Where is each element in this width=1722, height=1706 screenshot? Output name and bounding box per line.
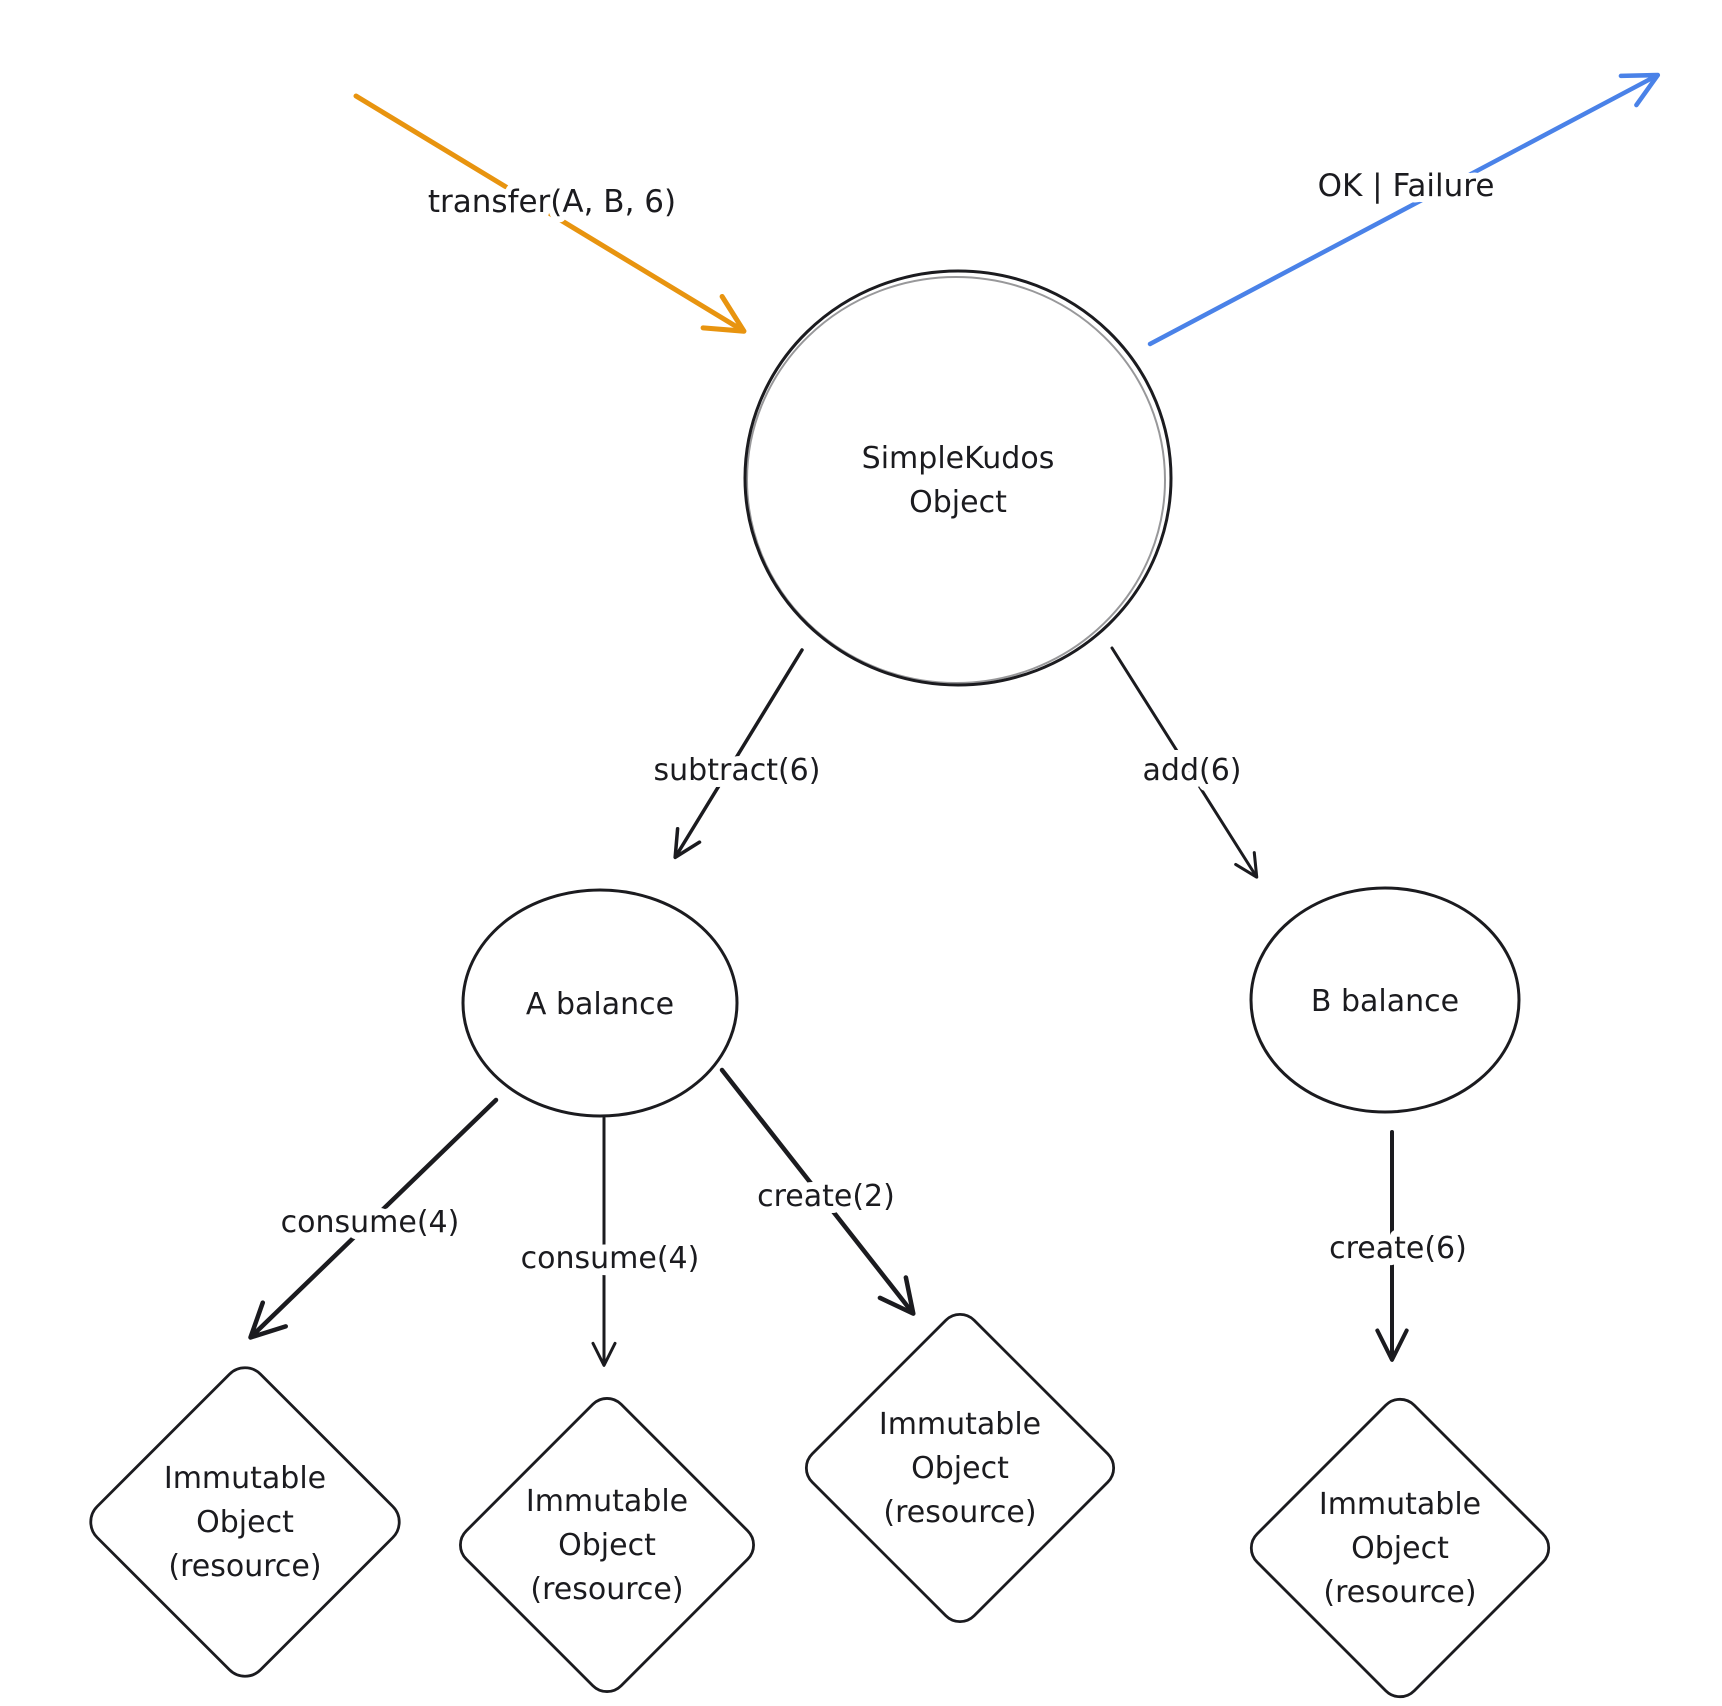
resource-diamond-1-shape	[89, 1366, 401, 1678]
a-balance-ellipse	[461, 888, 739, 1118]
transfer-arrow-label: transfer(A, B, 6)	[428, 184, 676, 220]
edge-create-a-arrow	[719, 1067, 916, 1316]
result-arrow-label: OK | Failure	[1318, 168, 1495, 204]
resource-diamond-4-shape	[1249, 1397, 1551, 1699]
simplekudos-object-circle	[743, 269, 1173, 687]
resource-diamond-1-line1: Immutable	[164, 1461, 326, 1496]
resource-diamond-2-line1: Immutable	[526, 1484, 688, 1519]
resource-diamond-3-line2: Object	[911, 1451, 1009, 1486]
resource-diamond-2: Immutable Object (resource)	[459, 1397, 755, 1693]
edge-add-label: add(6)	[1143, 753, 1242, 788]
resource-diamond-4-line3: (resource)	[1323, 1575, 1476, 1610]
simplekudos-object-node: SimpleKudos Object	[743, 269, 1173, 687]
resource-diamond-3-line1: Immutable	[879, 1407, 1041, 1442]
resource-diamond-1-line2: Object	[196, 1505, 294, 1540]
edge-create-a-label: create(2)	[757, 1179, 895, 1214]
resource-diamond-3-shape	[804, 1312, 1116, 1624]
simplekudos-object-label-line1: SimpleKudos	[862, 441, 1055, 476]
transfer-arrow	[353, 93, 747, 334]
b-balance-ellipse	[1249, 886, 1521, 1114]
resource-diamond-3-line3: (resource)	[883, 1495, 1036, 1530]
resource-diamond-3: Immutable Object (resource)	[804, 1312, 1116, 1624]
edge-consume-mid-label: consume(4)	[521, 1241, 700, 1276]
a-balance-node: A balance	[461, 888, 739, 1118]
simplekudos-object-circle-sketch	[746, 276, 1166, 684]
edge-consume-left-arrow	[248, 1097, 499, 1340]
simplekudos-object-label-line2: Object	[909, 485, 1007, 520]
edge-subtract-label: subtract(6)	[654, 753, 821, 788]
a-balance-label: A balance	[526, 987, 674, 1022]
resource-diamond-2-line3: (resource)	[530, 1572, 683, 1607]
edge-create-b-label: create(6)	[1329, 1231, 1467, 1266]
resource-diamond-4-line1: Immutable	[1319, 1487, 1481, 1522]
edge-consume-left-label: consume(4)	[281, 1205, 460, 1240]
b-balance-label: B balance	[1311, 984, 1459, 1019]
result-arrow	[1147, 72, 1661, 347]
edge-subtract-arrow	[673, 648, 804, 860]
resource-diamond-4: Immutable Object (resource)	[1249, 1397, 1551, 1699]
b-balance-node: B balance	[1249, 886, 1521, 1114]
resource-diamond-4-line2: Object	[1351, 1531, 1449, 1566]
resource-diamond-2-shape	[459, 1397, 755, 1693]
resource-diamond-1: Immutable Object (resource)	[89, 1366, 401, 1678]
edge-add-arrow	[1110, 646, 1259, 879]
resource-diamond-2-line2: Object	[558, 1528, 656, 1563]
resource-diamond-1-line3: (resource)	[168, 1549, 321, 1584]
